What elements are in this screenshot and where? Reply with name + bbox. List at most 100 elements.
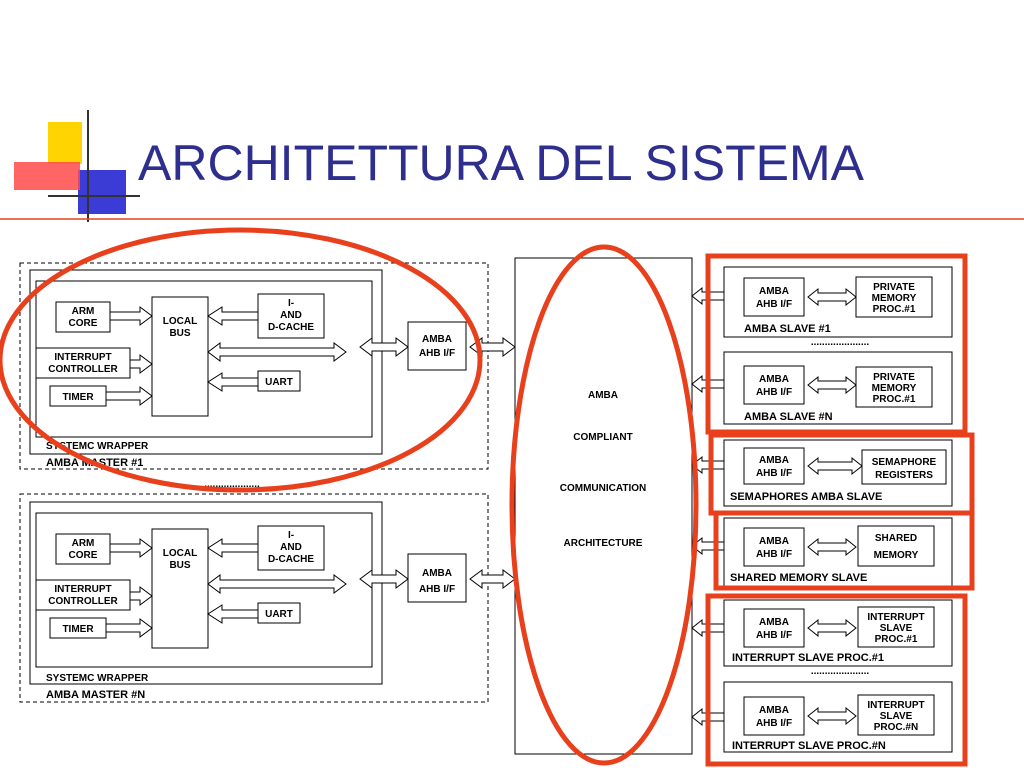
slave-device-label-3: PROC.#N xyxy=(874,722,918,733)
bus-label-4: ARCHITECTURE xyxy=(564,538,643,549)
slave-ahb-label-1: AMBA xyxy=(759,455,789,466)
irq-to-bus-arrow xyxy=(129,586,153,606)
slave-ahb-label-1: AMBA xyxy=(759,705,789,716)
slave-ahb-label-1: AMBA xyxy=(759,286,789,297)
arm-core-label-1: ARM xyxy=(72,306,95,317)
bus-to-wrapper-arrow xyxy=(207,574,347,594)
wrapper-caption: SYSTEMC WRAPPER xyxy=(46,673,149,684)
local-bus-box xyxy=(151,528,209,649)
amba-master-n: ARM CORE LOCAL BUS I- AND D-CACHE INTERR… xyxy=(19,493,516,703)
amba-slave-n: AMBA AHB I/F PRIVATE MEMORY PROC.#1 AMBA… xyxy=(691,351,953,425)
ahb-to-device-arrow xyxy=(807,537,857,557)
slave-ahb-box xyxy=(743,447,805,485)
ahb-to-device-arrow xyxy=(807,618,857,638)
cache-label-3: D-CACHE xyxy=(268,554,314,565)
slave-ahb-label-2: AHB I/F xyxy=(756,630,792,641)
slave-device-label-2: REGISTERS xyxy=(875,470,933,481)
slave-device-label-2: MEMORY xyxy=(872,293,917,304)
slave-caption: AMBA SLAVE #1 xyxy=(744,323,831,335)
interrupt-slave-n: AMBA AHB I/F INTERRUPT SLAVE PROC.#N INT… xyxy=(691,681,953,753)
slave-caption: AMBA SLAVE #N xyxy=(744,411,833,423)
slave-device-label-3: PROC.#1 xyxy=(873,304,916,315)
slave-ellipsis-2: ..................... xyxy=(811,666,870,677)
ahb-label-2: AHB I/F xyxy=(419,348,455,359)
amba-master-1: ARM CORE LOCAL BUS I- AND D-CACHE INTERR… xyxy=(19,262,516,470)
arm-to-bus-arrow xyxy=(109,538,153,558)
slave-device-label-1: PRIVATE xyxy=(873,282,915,293)
slave-ahb-label-2: AHB I/F xyxy=(756,549,792,560)
interrupt-label-1: INTERRUPT xyxy=(54,584,111,595)
timer-label: TIMER xyxy=(62,624,94,635)
ahb-label-1: AMBA xyxy=(422,568,452,579)
slave-ahb-label-2: AHB I/F xyxy=(756,468,792,479)
master-caption: AMBA MASTER #N xyxy=(46,689,145,701)
cache-label-2: AND xyxy=(280,542,302,553)
slave-ahb-box xyxy=(743,696,805,736)
bus-label-3: COMMUNICATION xyxy=(560,483,646,494)
slave-ahb-label-1: AMBA xyxy=(759,617,789,628)
master-1-dashed-frame xyxy=(19,262,489,470)
slave-ellipsis-1: ..................... xyxy=(811,337,870,348)
slave-device-box xyxy=(855,366,933,408)
cache-label-1: I- xyxy=(288,298,294,309)
ahb-to-bus-arrow xyxy=(469,569,516,589)
slave-device-label-1: SHARED xyxy=(875,533,917,544)
slave-ahb-box xyxy=(743,277,805,317)
amba-bus: AMBA COMPLIANT COMMUNICATION ARCHITECTUR… xyxy=(514,257,693,755)
slave-caption: SEMAPHORES AMBA SLAVE xyxy=(730,491,882,503)
amba-slave-1: AMBA AHB I/F PRIVATE MEMORY PROC.#1 AMBA… xyxy=(691,266,953,338)
arm-core-label-2: CORE xyxy=(69,550,98,561)
interrupt-label-1: INTERRUPT xyxy=(54,352,111,363)
slave-device-label-1: INTERRUPT xyxy=(867,700,924,711)
slave-ahb-box xyxy=(743,365,805,405)
bus-box xyxy=(514,257,693,755)
uart-label: UART xyxy=(265,609,293,620)
slave-device-label-3: PROC.#1 xyxy=(875,634,918,645)
highlight-ellipse-bus xyxy=(509,244,699,766)
slide-logo xyxy=(14,110,140,222)
slave-device-label-1: PRIVATE xyxy=(873,372,915,383)
cache-label-3: D-CACHE xyxy=(268,322,314,333)
slave-caption: INTERRUPT SLAVE PROC.#1 xyxy=(732,652,884,664)
ahb-if-box xyxy=(407,553,467,603)
uart-to-bus-arrow xyxy=(207,372,259,392)
slave-device-label-2: MEMORY xyxy=(872,383,917,394)
slave-ahb-box xyxy=(743,608,805,648)
local-bus-box xyxy=(151,296,209,417)
slide-title: ARCHITETTURA DEL SISTEMA xyxy=(138,135,865,191)
slave-ahb-label-1: AMBA xyxy=(759,536,789,547)
uart-label: UART xyxy=(265,377,293,388)
ahb-to-device-arrow xyxy=(807,706,857,726)
ahb-label-2: AHB I/F xyxy=(419,584,455,595)
arm-to-bus-arrow xyxy=(109,306,153,326)
slave-ahb-label-2: AHB I/F xyxy=(756,718,792,729)
slave-caption: SHARED MEMORY SLAVE xyxy=(730,572,867,584)
local-bus-label-1: LOCAL xyxy=(163,316,197,327)
master-n-dashed-frame xyxy=(19,493,489,703)
local-bus-label-2: BUS xyxy=(169,328,190,339)
slave-device-label-1: INTERRUPT xyxy=(867,612,924,623)
slave-device-label-1: SEMAPHORE xyxy=(872,457,937,468)
slave-device-box xyxy=(857,606,935,648)
arm-core-label-1: ARM xyxy=(72,538,95,549)
slave-device-box xyxy=(857,525,935,567)
local-bus-label-1: LOCAL xyxy=(163,548,197,559)
interrupt-label-2: CONTROLLER xyxy=(48,596,118,607)
slave-device-label-3: PROC.#1 xyxy=(873,394,916,405)
ahb-label-1: AMBA xyxy=(422,334,452,345)
cache-label-1: I- xyxy=(288,530,294,541)
slave-device-label-2: SLAVE xyxy=(880,711,913,722)
timer-to-bus-arrow xyxy=(105,386,153,406)
cache-to-bus-arrow xyxy=(207,538,259,558)
arm-core-box xyxy=(55,301,111,333)
slave-device-box xyxy=(861,449,947,485)
irq-to-bus-arrow xyxy=(129,354,153,374)
interrupt-slave-1: AMBA AHB I/F INTERRUPT SLAVE PROC.#1 INT… xyxy=(691,599,953,667)
slave-ahb-label-1: AMBA xyxy=(759,374,789,385)
cache-label-2: AND xyxy=(280,310,302,321)
arm-core-box xyxy=(55,533,111,565)
bus-to-wrapper-arrow xyxy=(207,342,347,362)
interrupt-label-2: CONTROLLER xyxy=(48,364,118,375)
slave-caption: INTERRUPT SLAVE PROC.#N xyxy=(732,740,886,752)
